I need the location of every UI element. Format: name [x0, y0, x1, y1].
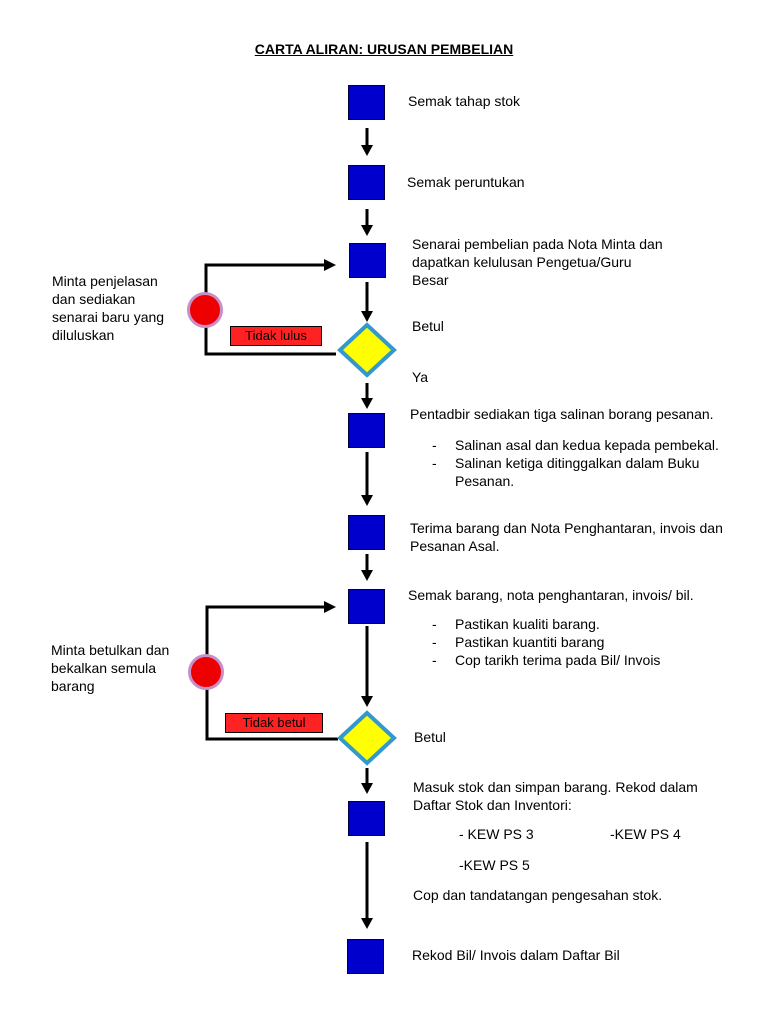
decision-2-label: Betul [414, 729, 446, 745]
decision-1-yes: Ya [412, 369, 429, 385]
decision-1-label: Betul [412, 318, 444, 334]
tag-tidak-betul: Tidak betul [225, 713, 323, 733]
tag-tidak-lulus: Tidak lulus [230, 326, 322, 346]
loop-2-line-1: Minta betulkan dan [51, 642, 170, 658]
step-5-line-1: Terima barang dan Nota Penghantaran, inv… [410, 520, 723, 536]
rejection-circle-2 [188, 654, 224, 690]
loop-1-line-3: senarai baru yang [52, 309, 165, 325]
step-3-line-2: dapatkan kelulusan Pengetua/Guru [412, 254, 632, 270]
process-box-7 [348, 801, 385, 836]
loop-1-line-1: Minta penjelasan [52, 273, 158, 289]
form-kew-ps-3: - KEW PS 3 [459, 826, 534, 842]
process-box-3 [349, 243, 386, 278]
loop-1-line-2: dan sediakan [52, 291, 136, 307]
process-box-6 [348, 589, 385, 624]
step-6-bullet-1: Pastikan kualiti barang. [455, 616, 600, 632]
decision-diamond-2 [337, 710, 397, 766]
step-7-line-2: Daftar Stok dan Inventori: [413, 797, 572, 813]
loop-2-line-2: bekalkan semula [51, 660, 157, 676]
process-box-4 [348, 413, 385, 448]
step-4-dash-1: - [432, 437, 437, 453]
rejection-circle-1 [187, 292, 223, 328]
step-6-bullet-3: Cop tarikh terima pada Bil/ Invois [455, 652, 661, 668]
step-2-text: Semak peruntukan [407, 174, 525, 190]
step-4-bullet-2-cont: Pesanan. [455, 473, 515, 489]
step-5-line-2: Pesanan Asal. [410, 538, 500, 554]
decision-diamond-1 [337, 322, 397, 378]
step-6-dash-1: - [432, 616, 437, 632]
step-7-note: Cop dan tandatangan pengesahan stok. [413, 887, 663, 903]
process-box-2 [348, 165, 385, 200]
step-4-dash-2: - [432, 455, 437, 471]
step-3-line-3: Besar [412, 272, 449, 288]
step-8-text: Rekod Bil/ Invois dalam Daftar Bil [412, 947, 620, 963]
process-box-5 [348, 515, 385, 550]
step-1-text: Semak tahap stok [408, 93, 521, 109]
step-3-line-1: Senarai pembelian pada Nota Minta dan [412, 236, 663, 252]
step-4-bullet-2: Salinan ketiga ditinggalkan dalam Buku [455, 455, 700, 471]
step-4-bullet-1: Salinan asal dan kedua kepada pembekal. [455, 437, 719, 453]
loop-2-line-3: barang [51, 678, 95, 694]
loop-1-line-4: diluluskan [52, 327, 115, 343]
step-4-text: Pentadbir sediakan tiga salinan borang p… [410, 406, 714, 422]
step-6-dash-3: - [432, 652, 437, 668]
step-6-dash-2: - [432, 634, 437, 650]
step-6-bullet-2: Pastikan kuantiti barang [455, 634, 605, 650]
process-box-8 [347, 939, 384, 974]
step-7-line-1: Masuk stok dan simpan barang. Rekod dala… [413, 779, 698, 795]
process-box-1 [348, 85, 385, 120]
form-kew-ps-5: -KEW PS 5 [459, 857, 530, 873]
form-kew-ps-4: -KEW PS 4 [610, 826, 681, 842]
page-title: CARTA ALIRAN: URUSAN PEMBELIAN [254, 41, 514, 57]
step-6-text: Semak barang, nota penghantaran, invois/… [408, 587, 694, 603]
